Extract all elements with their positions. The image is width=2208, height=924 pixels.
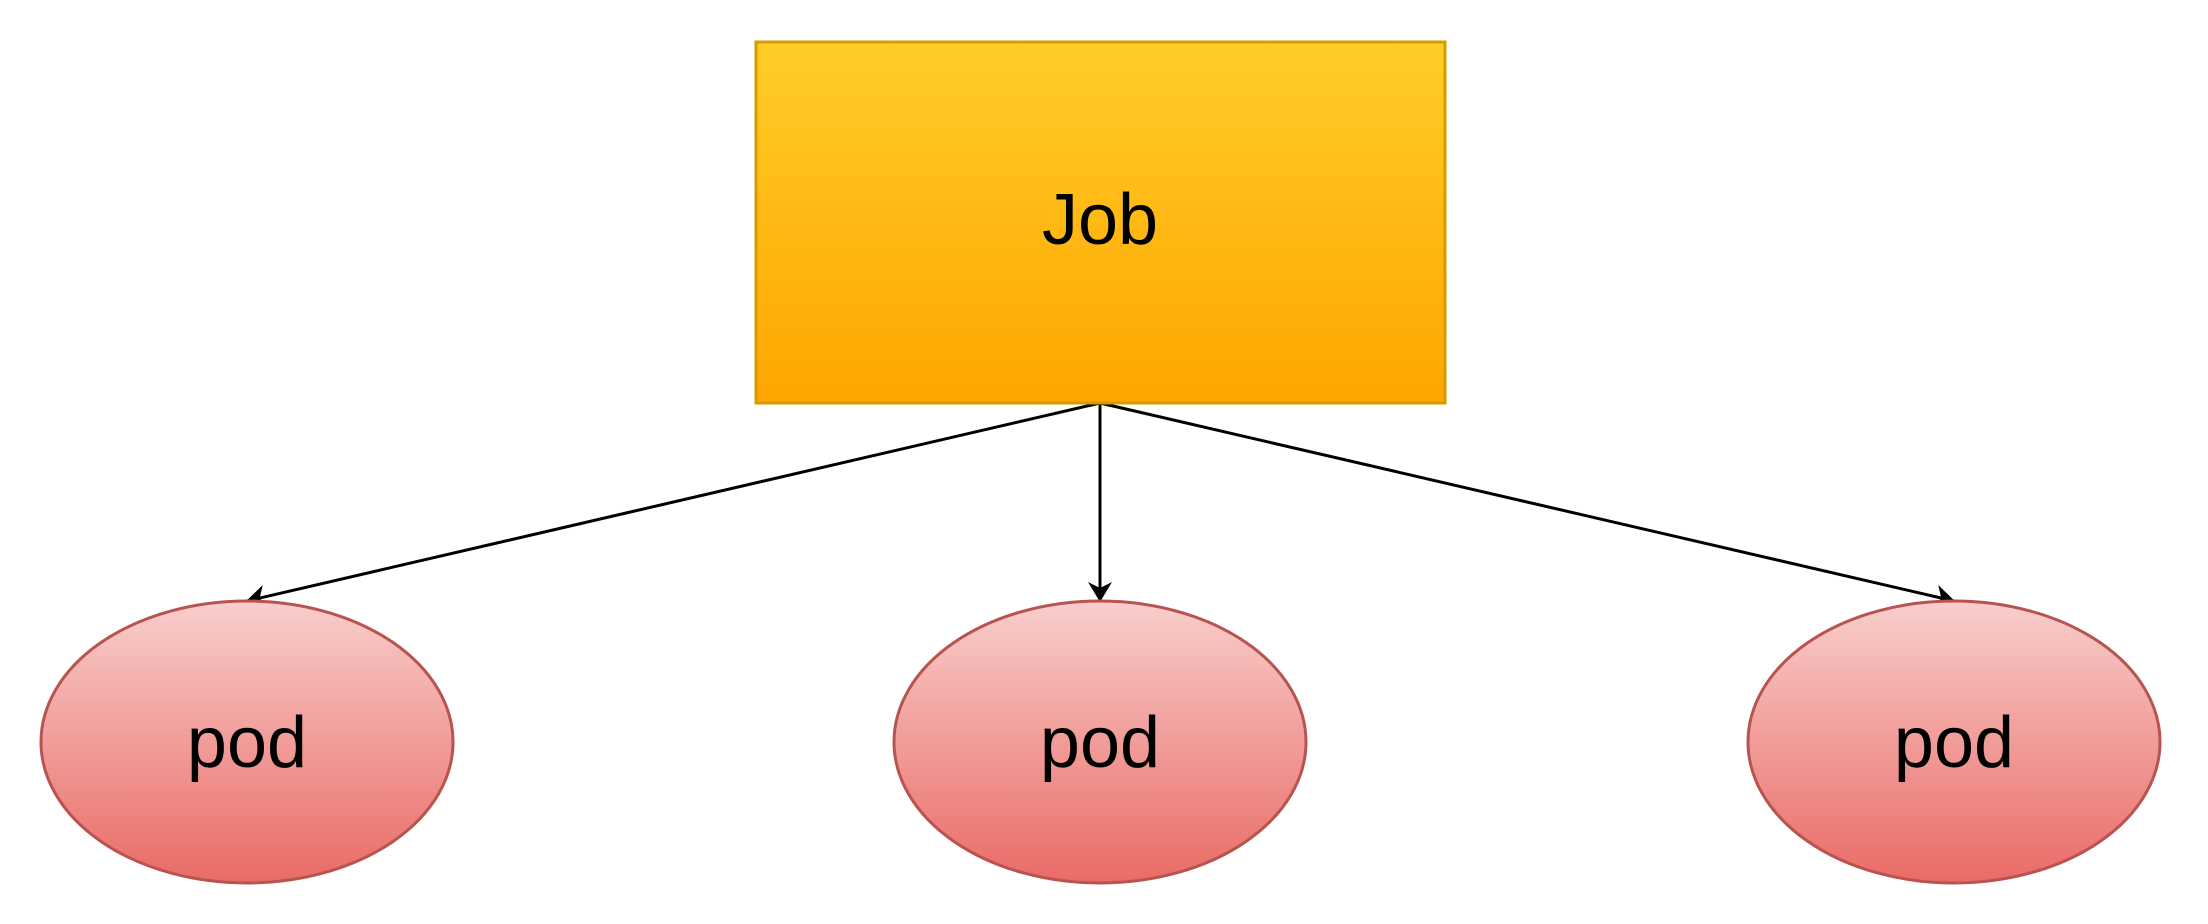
edge-job-to-pod-3[interactable]	[1099, 401, 1955, 609]
job-label: Job	[1042, 180, 1158, 260]
pod-ellipse	[892, 599, 1308, 885]
job-node[interactable]: Job	[754, 40, 1447, 405]
job-box	[754, 40, 1447, 405]
pod-ellipse	[39, 599, 455, 885]
edge-job-to-pod-1[interactable]	[246, 401, 1101, 609]
pod-label: pod	[1040, 703, 1160, 783]
pod-node-1[interactable]: pod	[39, 599, 455, 885]
pod-node-2[interactable]: pod	[892, 599, 1308, 885]
pod-label: pod	[1894, 703, 2014, 783]
pod-label: pod	[187, 703, 307, 783]
pod-node-3[interactable]: pod	[1746, 599, 2162, 885]
pod-ellipse	[1746, 599, 2162, 885]
